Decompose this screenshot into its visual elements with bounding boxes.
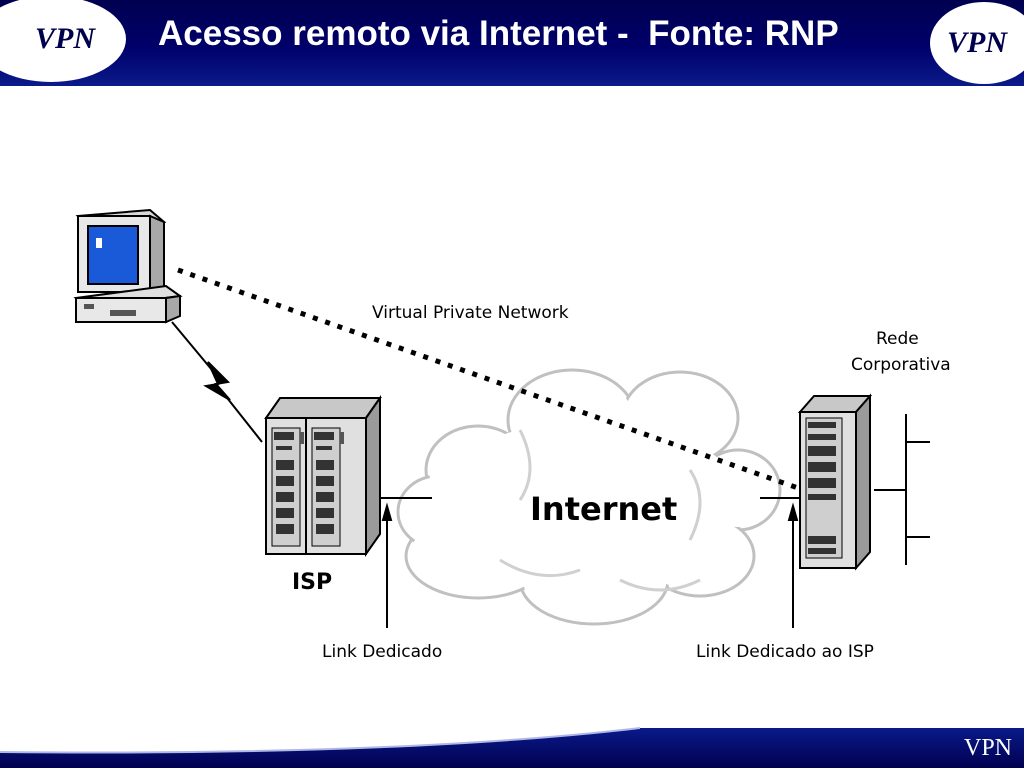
corporate-server-icon [797,393,873,571]
dialup-link [171,321,263,443]
internet-cloud [396,368,782,626]
footer-wave-highlight [0,727,641,754]
corp-label-line1: Rede [876,329,919,349]
internet-label: Internet [530,490,677,528]
header-bar [0,0,1024,86]
link-dedicado-label: Link Dedicado [322,642,442,662]
footer-wave [0,728,1024,768]
vpn-label: Virtual Private Network [372,303,569,323]
corporate-network-lines [874,414,930,565]
arrow-link-left [381,502,393,628]
link-dedicado-isp-label: Link Dedicado ao ISP [696,642,874,662]
vpn-logo-left: VPN [0,0,126,82]
slide-title: Acesso remoto via Internet - Fonte: RNP [158,14,839,53]
vpn-logo-right: VPN [930,2,1024,84]
footer-vpn-text: VPN [963,735,1012,761]
corp-label-line2: Corporativa [851,355,951,375]
vpn-tunnel-dotted-line [177,267,799,491]
isp-server-icon [264,394,382,558]
arrow-link-right [787,502,799,628]
isp-label: ISP [292,570,332,595]
remote-computer-icon [73,208,183,324]
